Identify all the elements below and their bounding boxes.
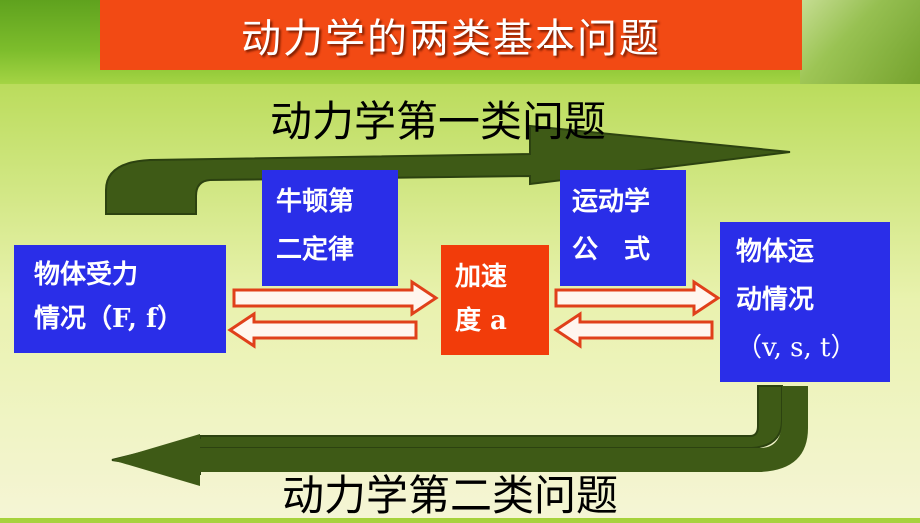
first-problem-arrow <box>105 124 791 215</box>
newton-box-line2: 二定律 <box>276 235 355 265</box>
accel-box-line2: 度 a <box>455 306 507 336</box>
motion-box-line3: （v, s, t） <box>736 333 857 363</box>
kinematics-box-line2: 公 式 <box>572 235 651 265</box>
kinematics-formula-box: 运动学 公 式 <box>560 170 686 286</box>
motion-to-accel-arrow <box>553 311 714 349</box>
motion-condition-box: 物体运 动情况 （v, s, t） <box>720 222 890 382</box>
slide-title: 动力学的两类基本问题 <box>241 16 661 62</box>
motion-box-line1: 物体运 <box>736 237 815 267</box>
accel-to-motion-arrow <box>554 279 721 317</box>
force-box-line2: 情况（F, f） <box>34 304 184 334</box>
newton-box-line1: 牛顿第 <box>276 187 355 217</box>
force-to-accel-arrow <box>232 279 439 317</box>
force-box-line1: 物体受力 <box>34 260 139 290</box>
second-problem-label: 动力学第二类问题 <box>282 471 619 520</box>
acceleration-box: 加速 度 a <box>441 245 549 355</box>
kinematics-box-line1: 运动学 <box>572 187 651 217</box>
motion-box-line2: 动情况 <box>736 285 815 315</box>
newton-second-law-box: 牛顿第 二定律 <box>262 170 398 286</box>
accel-to-force-arrow <box>227 311 418 349</box>
first-problem-label: 动力学第一类问题 <box>270 97 607 146</box>
accel-box-line1: 加速 <box>455 262 508 292</box>
grass-decoration <box>800 0 920 84</box>
title-bar: 动力学的两类基本问题 <box>100 0 802 70</box>
force-condition-box: 物体受力 情况（F, f） <box>14 245 226 353</box>
